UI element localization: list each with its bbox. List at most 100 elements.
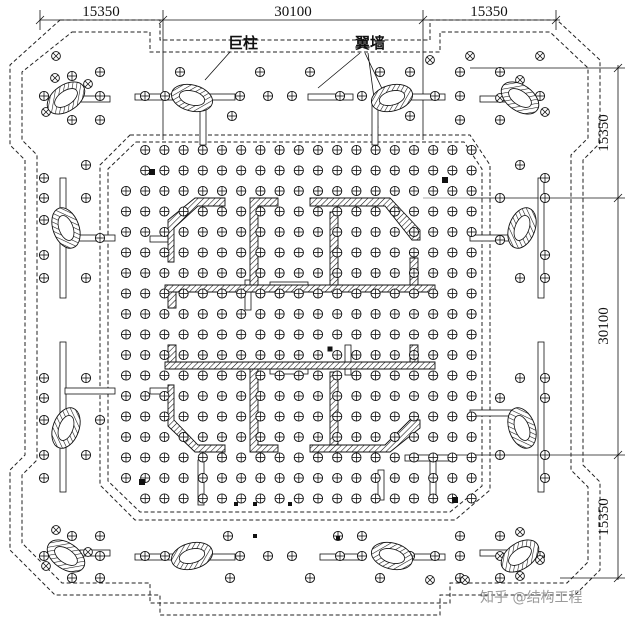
pile xyxy=(304,66,316,78)
pile xyxy=(216,472,228,484)
pile xyxy=(120,288,132,299)
pile xyxy=(236,267,247,279)
pile xyxy=(293,411,304,422)
pile xyxy=(351,431,362,443)
pile xyxy=(408,472,420,484)
pile xyxy=(447,452,458,463)
pile xyxy=(447,226,458,238)
pile xyxy=(197,329,208,340)
pile xyxy=(514,372,526,384)
pile xyxy=(140,247,151,258)
pile xyxy=(216,185,228,197)
square-marker xyxy=(253,502,257,506)
pile xyxy=(408,185,420,197)
pile xyxy=(312,452,324,463)
pile xyxy=(293,165,304,176)
pile xyxy=(80,449,92,461)
pile-marked xyxy=(540,107,550,117)
pile xyxy=(293,390,304,402)
pile xyxy=(447,349,458,361)
pile xyxy=(255,411,266,422)
pile xyxy=(293,288,304,299)
pile xyxy=(159,472,170,484)
pile-marked xyxy=(535,555,545,565)
pile xyxy=(408,349,420,361)
pile xyxy=(178,329,189,340)
pile xyxy=(38,272,50,284)
pile xyxy=(274,206,285,217)
pile xyxy=(255,288,266,299)
square-markers xyxy=(139,169,458,540)
pile xyxy=(539,372,551,384)
pile xyxy=(408,370,420,381)
pile xyxy=(351,370,362,381)
mega-column xyxy=(507,207,537,249)
pile xyxy=(255,226,266,238)
pile xyxy=(197,144,208,156)
pile xyxy=(38,214,50,226)
pile xyxy=(274,349,285,361)
pile xyxy=(140,144,151,156)
pile xyxy=(389,452,400,463)
pile xyxy=(332,226,343,238)
pile xyxy=(466,493,477,504)
pile xyxy=(428,308,439,320)
pile xyxy=(312,472,324,484)
dim-top-middle: 30100 xyxy=(274,4,312,20)
pile xyxy=(140,390,151,402)
wing-wall xyxy=(167,384,226,453)
pile xyxy=(139,90,151,102)
pile xyxy=(389,349,400,361)
pile xyxy=(140,493,151,504)
pile xyxy=(255,493,266,504)
pile xyxy=(216,165,228,176)
pile xyxy=(312,308,324,320)
pile xyxy=(159,411,170,422)
pile xyxy=(312,185,324,197)
pile xyxy=(274,288,285,299)
pile xyxy=(408,165,420,176)
pile xyxy=(312,288,324,299)
pile xyxy=(255,370,266,381)
wing-wall xyxy=(249,368,279,453)
pile xyxy=(197,370,208,381)
pile xyxy=(351,267,362,279)
pile xyxy=(38,392,50,404)
pile xyxy=(389,165,400,176)
pile xyxy=(539,449,551,461)
pile xyxy=(428,390,439,402)
pile xyxy=(174,66,186,78)
pile xyxy=(38,90,50,102)
pile xyxy=(159,185,170,197)
pile xyxy=(140,206,151,217)
pile xyxy=(255,206,266,217)
pile xyxy=(428,267,439,279)
pile xyxy=(428,185,439,197)
pile xyxy=(356,530,368,542)
square-marker xyxy=(253,534,257,538)
pile xyxy=(539,249,551,261)
pile xyxy=(197,411,208,422)
pile xyxy=(293,308,304,320)
pile xyxy=(197,226,208,238)
pile xyxy=(428,411,439,422)
square-marker xyxy=(327,346,333,352)
pile xyxy=(38,192,50,204)
pile xyxy=(120,247,132,258)
pile xyxy=(293,185,304,197)
pile xyxy=(140,370,151,381)
pile xyxy=(447,247,458,258)
pile xyxy=(466,144,477,156)
pile xyxy=(120,411,132,422)
pile xyxy=(351,493,362,504)
pile xyxy=(332,370,343,381)
pile xyxy=(159,90,171,102)
pile xyxy=(274,308,285,320)
pile xyxy=(178,144,189,156)
pile xyxy=(120,267,132,279)
pile xyxy=(428,144,439,156)
pile xyxy=(178,390,189,402)
pile xyxy=(447,185,458,197)
pile xyxy=(236,431,247,443)
dimension-top xyxy=(35,10,561,140)
